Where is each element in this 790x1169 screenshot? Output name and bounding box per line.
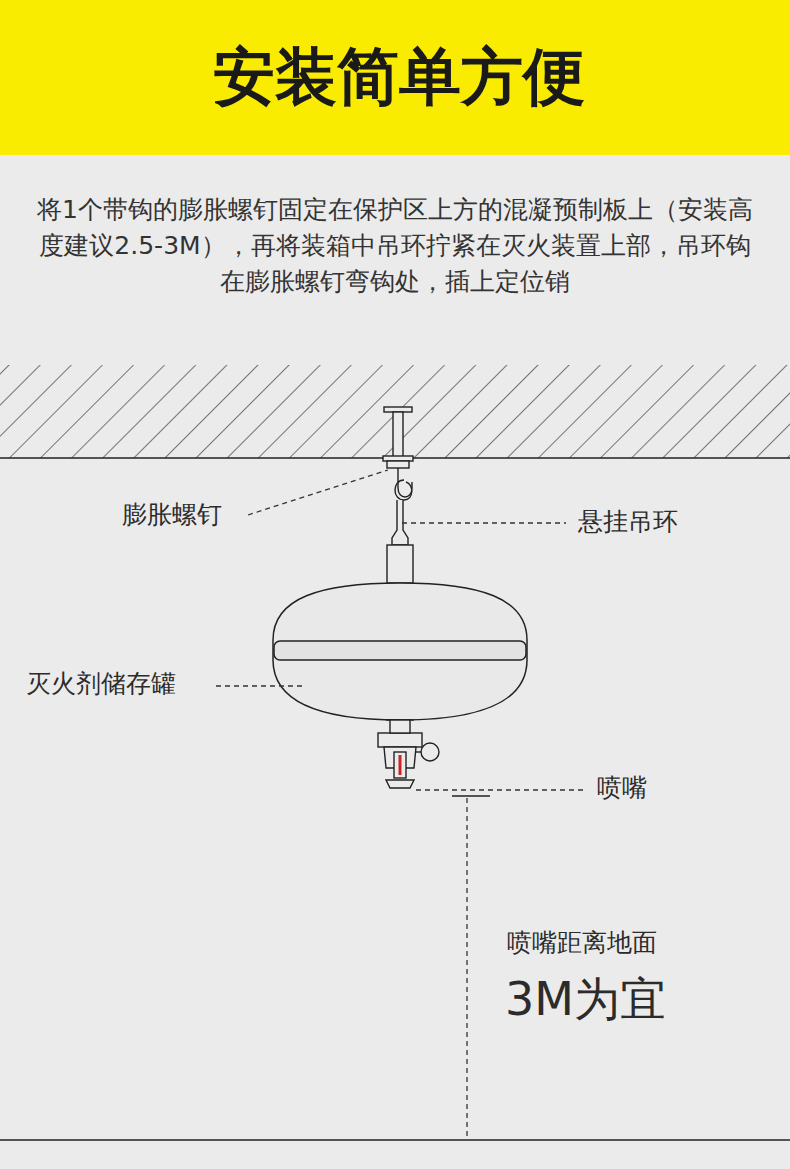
leader-bolt <box>248 470 388 515</box>
dimension-value: 3M为宜 <box>505 972 666 1027</box>
nozzle <box>378 720 439 788</box>
page-title: 安装简单方便 <box>4 40 790 114</box>
nozzle-lug <box>421 743 439 761</box>
part-label: 膨胀螺钉 <box>122 500 222 530</box>
bolt-washer <box>383 456 413 461</box>
leader-ring <box>402 522 566 523</box>
agent-tank <box>273 583 527 720</box>
nozzle-thread <box>378 733 422 747</box>
install-note: 将1个带钩的膨胀螺钉固定在保护区上方的混凝预制板上（安装高度建议2.5-3M），… <box>30 192 760 300</box>
hanging-ring <box>387 480 413 583</box>
nozzle-bulb <box>394 752 406 778</box>
bolt-head <box>384 407 412 412</box>
part-label: 喷嘴 <box>597 773 647 803</box>
nozzle-glass <box>399 755 402 775</box>
tank-band <box>274 641 526 660</box>
ring-base <box>387 545 413 583</box>
ring-eye <box>395 480 412 500</box>
floor-line <box>0 1139 790 1141</box>
dimension-label: 喷嘴距离地面 <box>507 928 657 958</box>
nozzle-arm <box>416 751 421 752</box>
part-label: 悬挂吊环 <box>578 507 678 537</box>
tank-body <box>273 583 527 720</box>
bolt-hook <box>398 468 412 497</box>
nozzle-deflector <box>386 780 414 788</box>
bolt-shaft <box>393 412 403 458</box>
height-dimension <box>466 798 467 1138</box>
bolt-nut <box>387 461 409 468</box>
leader-lines <box>216 470 584 1138</box>
part-label: 灭火剂储存罐 <box>26 669 176 699</box>
leader-nozzle <box>416 789 584 790</box>
nozzle-collar <box>390 720 410 733</box>
leader-tank <box>216 685 306 686</box>
dimension-tick <box>452 795 490 797</box>
ceiling-hatch <box>0 365 790 458</box>
